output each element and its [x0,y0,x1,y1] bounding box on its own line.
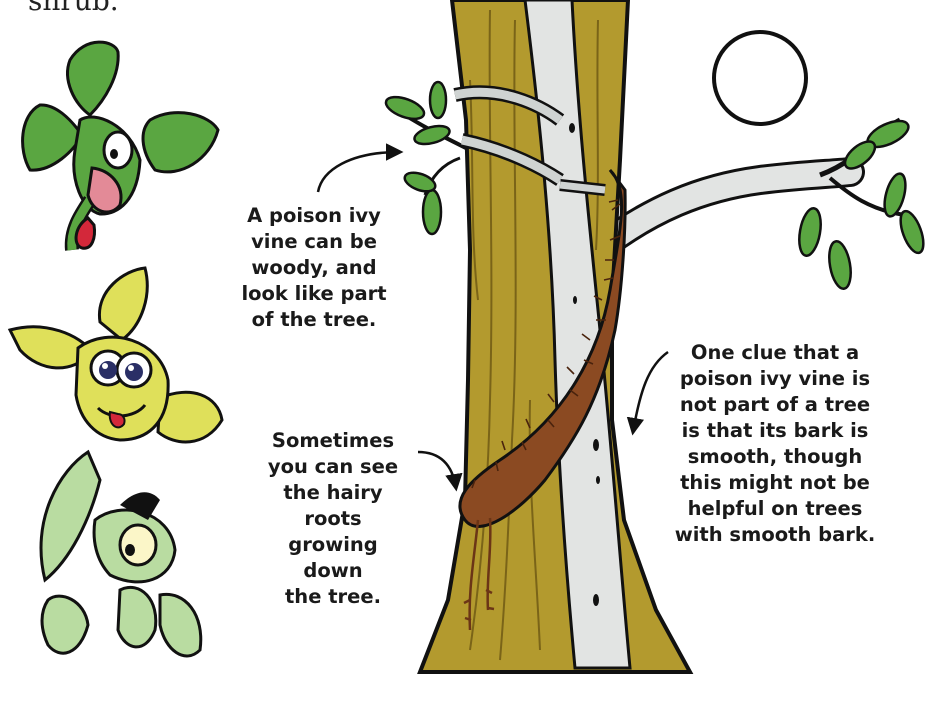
pale-leaf-character [41,452,201,656]
tree-branch-right [600,120,905,248]
green-leaf-character [23,42,218,250]
yellow-leaf-character [10,268,222,442]
arrow-roots [418,452,456,488]
caption-smooth-bark-clue: One clue that a poison ivy vine is not p… [662,340,888,548]
arrow-woody [318,152,400,192]
caption-woody-vine: A poison ivy vine can be woody, and look… [232,203,396,333]
caption-hairy-roots: Sometimes you can see the hairy roots gr… [258,428,408,610]
sun-icon [714,32,806,124]
